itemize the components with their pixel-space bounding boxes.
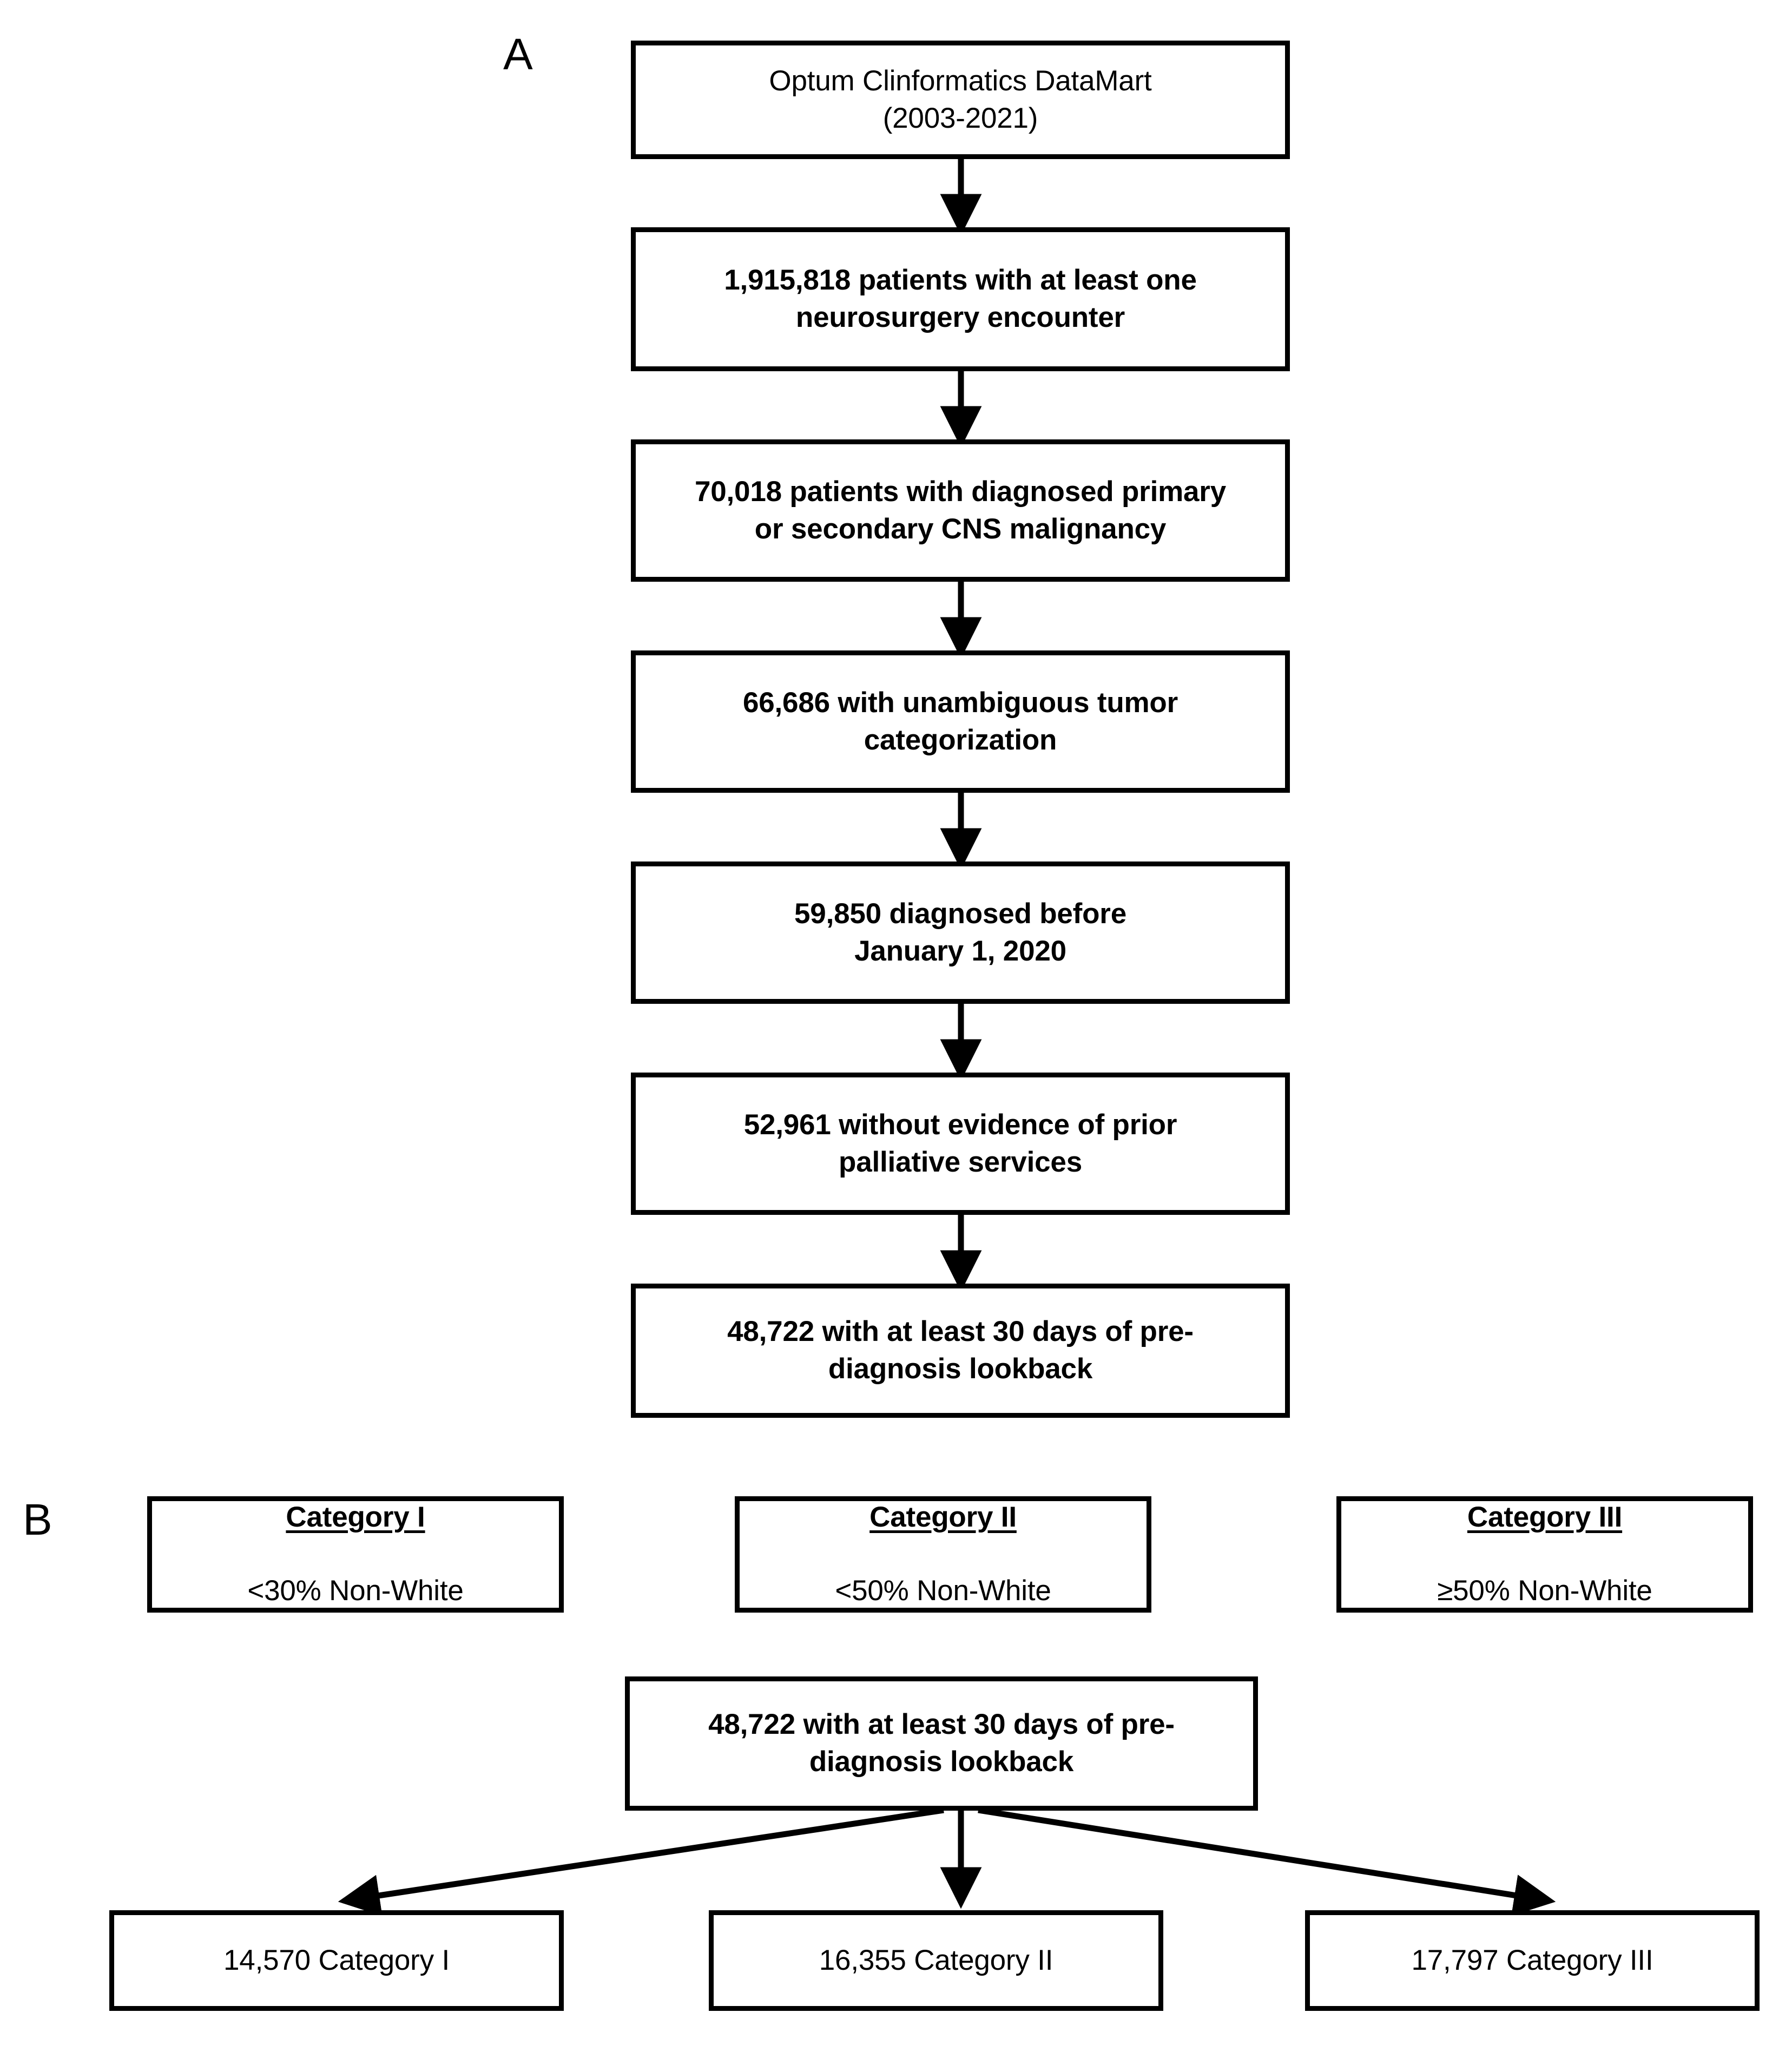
- node-neurosurgery: 1,915,818 patients with at least one neu…: [631, 227, 1290, 371]
- node-lookback-text: 48,722 with at least 30 days of pre- dia…: [727, 1316, 1194, 1385]
- node-category-2-count: 16,355 Category II: [709, 1910, 1163, 2011]
- node-neurosurgery-text: 1,915,818 patients with at least one neu…: [724, 264, 1197, 333]
- node-diagnosed-before-2020: 59,850 diagnosed before January 1, 2020: [631, 861, 1290, 1004]
- node-category-3-count-text: 17,797 Category III: [1411, 1944, 1653, 1976]
- legend-box-category-3: Category III ≥50% Non-White: [1336, 1496, 1753, 1613]
- legend-title-category-3: Category III: [1467, 1501, 1623, 1534]
- panel-label-b: B: [23, 1495, 52, 1544]
- legend-box-category-1: Category I <30% Non-White: [147, 1496, 564, 1613]
- node-lookback-panel-b-text: 48,722 with at least 30 days of pre- dia…: [708, 1708, 1175, 1778]
- node-cns-malignancy-text: 70,018 patients with diagnosed primary o…: [694, 475, 1227, 545]
- node-category-1-count: 14,570 Category I: [109, 1910, 564, 2011]
- node-category-1-count-text: 14,570 Category I: [223, 1944, 450, 1976]
- legend-title-category-1: Category I: [286, 1501, 425, 1534]
- node-category-2-count-text: 16,355 Category II: [819, 1944, 1053, 1976]
- node-no-prior-palliative: 52,961 without evidence of prior palliat…: [631, 1073, 1290, 1215]
- legend-title-category-2: Category II: [869, 1501, 1017, 1534]
- node-no-prior-palliative-text: 52,961 without evidence of prior palliat…: [743, 1108, 1177, 1178]
- legend-subtitle-category-2: <50% Non-White: [835, 1574, 1051, 1607]
- legend-subtitle-category-3: ≥50% Non-White: [1437, 1574, 1652, 1607]
- arrow-root-to-cat3: [978, 1807, 1556, 1916]
- node-unambiguous-tumor-text: 66,686 with unambiguous tumor categoriza…: [742, 686, 1178, 756]
- panel-label-a: A: [503, 30, 533, 79]
- node-category-3-count: 17,797 Category III: [1305, 1910, 1760, 2011]
- node-source: Optum Clinformatics DataMart (2003-2021): [631, 41, 1290, 159]
- node-lookback-panel-b: 48,722 with at least 30 days of pre- dia…: [625, 1676, 1258, 1811]
- legend-subtitle-category-1: <30% Non-White: [247, 1574, 464, 1607]
- legend-box-category-2: Category II <50% Non-White: [735, 1496, 1151, 1613]
- node-unambiguous-tumor: 66,686 with unambiguous tumor categoriza…: [631, 650, 1290, 793]
- node-source-text: Optum Clinformatics DataMart (2003-2021): [769, 64, 1152, 134]
- arrow-root-to-cat1: [338, 1807, 944, 1916]
- node-lookback: 48,722 with at least 30 days of pre- dia…: [631, 1284, 1290, 1418]
- node-diagnosed-before-2020-text: 59,850 diagnosed before January 1, 2020: [794, 897, 1126, 967]
- node-cns-malignancy: 70,018 patients with diagnosed primary o…: [631, 439, 1290, 582]
